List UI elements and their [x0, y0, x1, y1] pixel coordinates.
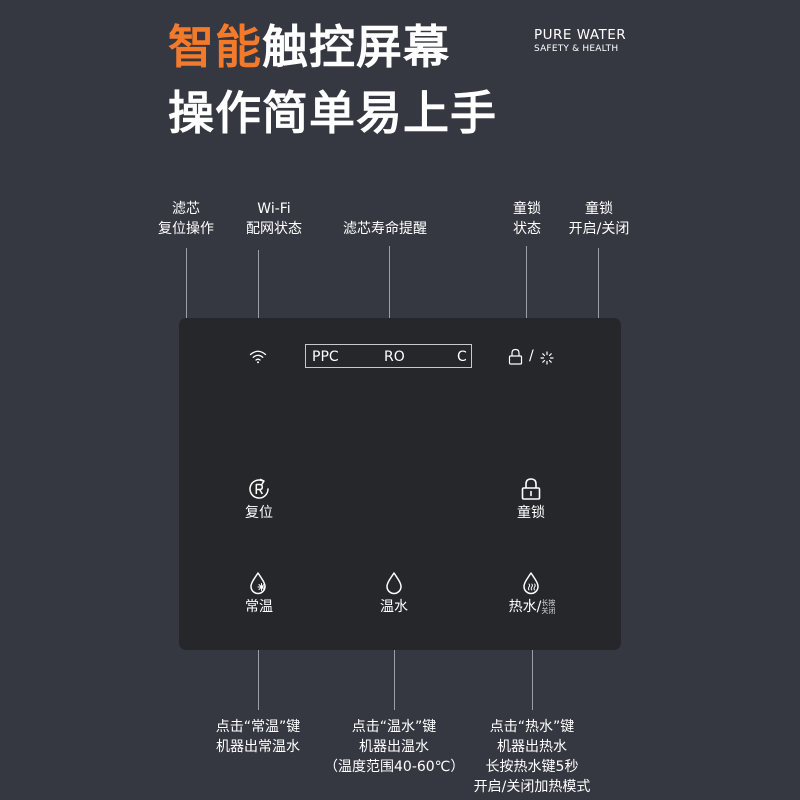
- drop-icon: [383, 571, 405, 595]
- headline-line-2: 操作简单易上手: [168, 86, 497, 140]
- hot-water-button[interactable]: 热水/长按关闭: [497, 571, 567, 616]
- control-panel: [179, 318, 621, 650]
- filter-ro: RO: [384, 349, 405, 365]
- callout-hot: 点击“热水”键 机器出热水 长按热水键5秒 开启/关闭加热模式: [462, 717, 602, 797]
- leader-normal: [258, 625, 259, 710]
- callout-line: 开启/关闭: [568, 221, 630, 237]
- padlock-icon: [520, 477, 542, 501]
- callout-normal: 点击“常温”键 机器出常温水: [188, 717, 328, 757]
- callout-line: 配网状态: [246, 221, 302, 237]
- wifi-icon: [249, 348, 267, 368]
- headline-rest: 触控屏幕: [262, 20, 450, 74]
- normal-water-label: 常温: [245, 599, 273, 615]
- callout-lock-toggle: 童锁 开启/关闭: [558, 199, 640, 239]
- callout-filter-reset: 滤芯 复位操作: [150, 199, 222, 239]
- leader-wifi: [258, 250, 259, 338]
- callout-filter-life: 滤芯寿命提醒: [343, 221, 427, 237]
- hot-note-line: 长按: [541, 599, 556, 607]
- hot-water-label: 热水: [508, 599, 537, 615]
- hot-water-label-group: 热水/长按关闭: [509, 598, 556, 616]
- headline-line-1: 智能触控屏幕: [168, 24, 450, 70]
- callout-line: 点击“温水”键: [351, 719, 437, 735]
- filter-ppc: PPC: [312, 349, 339, 365]
- callout-line: 长按热水键5秒: [485, 759, 579, 775]
- callout-line: 机器出常温水: [216, 739, 300, 755]
- callout-line: 机器出热水: [497, 739, 567, 755]
- callout-lock-status: 童锁 状态: [500, 199, 554, 239]
- reset-icon: [247, 477, 271, 501]
- callout-line: 状态: [513, 221, 541, 237]
- callout-line: 机器出温水: [359, 739, 429, 755]
- reset-button[interactable]: 复位: [234, 477, 284, 522]
- filter-c: C: [457, 349, 467, 365]
- normal-water-button[interactable]: 常温: [234, 571, 284, 616]
- leader-warm: [394, 625, 395, 710]
- callout-line: 开启/关闭加热模式: [473, 779, 591, 795]
- leader-hot: [532, 625, 533, 710]
- callout-line: 点击“常温”键: [215, 719, 301, 735]
- callout-line: 滤芯: [172, 201, 200, 217]
- callout-warm: 点击“温水”键 机器出温水 （温度范围40-60℃）: [324, 717, 464, 777]
- callout-line-note: （温度范围40-60℃）: [324, 759, 465, 775]
- headline-accent: 智能: [168, 20, 262, 74]
- sun-icon: [540, 350, 554, 369]
- hot-water-note: 长按关闭: [541, 599, 555, 615]
- callout-line: 童锁: [513, 201, 541, 217]
- callout-wifi: Wi-Fi 配网状态: [236, 199, 312, 239]
- hot-water-slash: /: [536, 599, 542, 615]
- brand-subtitle: SAFETY & HEALTH: [534, 44, 619, 54]
- brand-title: PURE WATER: [534, 27, 627, 43]
- warm-water-button[interactable]: 温水: [369, 571, 419, 616]
- reset-label: 复位: [245, 505, 273, 521]
- callout-line: Wi-Fi: [257, 201, 291, 217]
- drop-sparkle-icon: [248, 571, 270, 595]
- drop-heat-icon: [521, 571, 543, 595]
- leader-lock-status: [526, 246, 527, 338]
- hot-note-line: 关闭: [541, 607, 556, 615]
- callout-line: 童锁: [585, 201, 613, 217]
- warm-water-label: 温水: [380, 599, 408, 615]
- callout-line: 点击“热水”键: [489, 719, 575, 735]
- brand: PURE WATER SAFETY & HEALTH: [534, 27, 626, 55]
- leader-filter-life: [389, 246, 390, 344]
- lock-icon: [508, 348, 523, 369]
- callout-line: 复位操作: [158, 221, 214, 237]
- lock-separator: /: [529, 348, 534, 364]
- child-lock-label: 童锁: [517, 505, 545, 521]
- child-lock-button[interactable]: 童锁: [506, 477, 556, 522]
- filter-status-box: [305, 344, 472, 368]
